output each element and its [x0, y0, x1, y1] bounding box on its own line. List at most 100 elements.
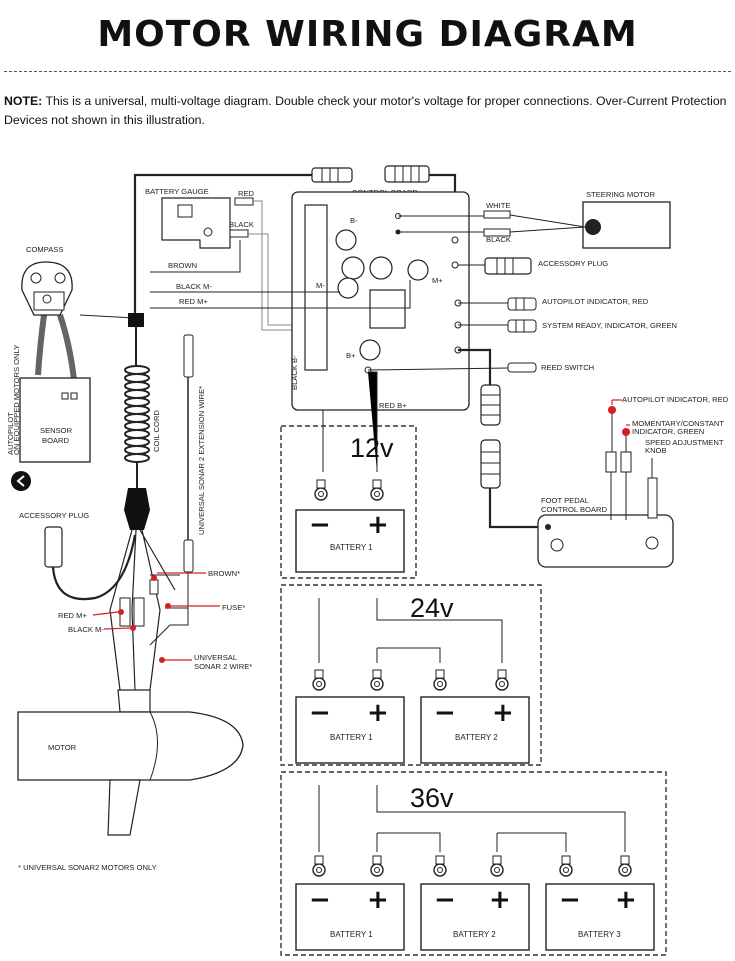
steering-wires: [398, 214, 586, 233]
foot-pedal-cable-upper: [458, 348, 492, 385]
red-m-leader: [92, 611, 119, 616]
36v-battery-2: [420, 883, 530, 951]
sonar-harness: [149, 572, 189, 646]
foot-pedal-cable-lower: [488, 488, 543, 529]
system-ready-plug: [507, 319, 537, 333]
red-fuse: [234, 197, 254, 206]
36v-battery-3: [545, 883, 655, 951]
36v-b1-label: BATTERY 1: [330, 930, 373, 939]
12v-b1-label: BATTERY 1: [330, 543, 373, 552]
foot-pedal-label-2: CONTROL BOARD: [541, 505, 607, 514]
note-prefix: NOTE:: [4, 94, 43, 108]
reed-switch-wire: [367, 367, 509, 371]
red-b-label: RED B+: [379, 401, 407, 410]
m-plus-terminal: [407, 259, 429, 281]
speed-label-1: SPEED ADJUSTMENT: [645, 438, 724, 447]
sonar-wire-marker: [159, 657, 165, 663]
36v-b1-neg-terminal: [312, 855, 326, 877]
36v-b3-pos-terminal: [618, 855, 632, 877]
speed-knob: [647, 477, 658, 519]
24v-label: 24v: [410, 593, 454, 623]
24v-wiring: [318, 598, 503, 663]
momentary-label-2: INDICATOR, GREEN: [632, 427, 704, 436]
sonar-ext-label: UNIVERSAL SONAR 2 EXTENSION WIRE*: [197, 386, 206, 535]
24v-b1-minus: −: [309, 698, 331, 728]
12v-b1-neg-terminal: [314, 479, 328, 501]
36v-b2-neg-terminal: [433, 855, 447, 877]
sensor-board: [19, 377, 91, 463]
compass-cables: [35, 314, 77, 381]
foot-pedal-label-1: FOOT PEDAL: [541, 496, 589, 505]
foot-pedal-hole-1: [550, 538, 564, 552]
36v-b3-minus: −: [559, 885, 581, 915]
36v-b1-minus: −: [309, 885, 331, 915]
note-text: This is a universal, multi-voltage diagr…: [4, 94, 727, 127]
red-m-label: RED M+: [179, 297, 208, 306]
autopilot-led-housing: [605, 451, 617, 473]
capacitor-2: [369, 256, 393, 280]
note-paragraph: NOTE: This is a universal, multi-voltage…: [4, 92, 728, 130]
autopilot-led-plug: [507, 297, 537, 311]
fuse-marker: [165, 603, 171, 609]
top-plug-right: [384, 165, 430, 183]
battery-gauge-label: BATTERY GAUGE: [145, 187, 209, 196]
sonar-wire-label-2: SONAR 2 WIRE*: [194, 662, 252, 671]
brown-wire: [150, 240, 241, 273]
24v-battery-1: [295, 696, 405, 764]
red-m-marker: [118, 609, 124, 615]
momentary-led: [622, 428, 630, 436]
compass-cable: [133, 173, 312, 315]
accessory-plug-left: [44, 526, 63, 568]
36v-b3-label: BATTERY 3: [578, 930, 621, 939]
capacitor-1: [341, 256, 365, 280]
24v-b2-label: BATTERY 2: [455, 733, 498, 742]
b-minus-label: B-: [350, 216, 358, 225]
36v-b2-label: BATTERY 2: [453, 930, 496, 939]
title-divider: [4, 71, 731, 72]
diagram-title: MOTOR WIRING DIAGRAM: [97, 14, 638, 55]
chevron-left-icon: [16, 475, 25, 487]
black-right-label: BLACK: [486, 235, 511, 244]
board-pin-3: [451, 236, 459, 244]
footnote: * UNIVERSAL SONAR2 MOTORS ONLY: [18, 863, 157, 872]
motor-fuse-right: [133, 597, 145, 627]
foot-pedal-connector-bottom: [480, 439, 501, 489]
36v-b1-pos-terminal: [370, 855, 384, 877]
reed-switch-label: REED SWITCH: [541, 363, 594, 372]
autopilot-red-right-label: AUTOPILOT INDICATOR, RED: [622, 395, 729, 404]
12v-battery-1: [295, 509, 405, 573]
red-m-wire: [150, 280, 411, 309]
sonar-wire-label-1: UNIVERSAL: [194, 653, 237, 662]
brown-label: BROWN: [168, 261, 197, 270]
foot-pedal-hole-2: [645, 536, 659, 550]
m-plus-label: M+: [432, 276, 443, 285]
24v-b1-pos-terminal: [370, 669, 384, 691]
accessory-plug-right-label: ACCESSORY PLUG: [538, 259, 608, 268]
fuse-star-label: FUSE*: [222, 603, 245, 612]
gauge-black-wire: [248, 233, 300, 326]
control-board-heatsink: [304, 204, 328, 371]
steering-motor-connector: [585, 219, 601, 235]
battery-gauge-board: [161, 197, 231, 249]
carousel-prev-button[interactable]: [11, 471, 31, 491]
12v-b1-plus: +: [367, 510, 389, 540]
m-minus-label: M-: [316, 281, 325, 290]
white-fuse: [483, 210, 511, 219]
red-wire-label: RED: [238, 189, 255, 198]
foot-pedal-connector-dot: [545, 524, 551, 530]
24v-b1-label: BATTERY 1: [330, 733, 373, 742]
accessory-cable-left: [51, 534, 137, 601]
black-m-leader: [103, 627, 131, 630]
24v-b1-neg-terminal: [312, 669, 326, 691]
12v-label: 12v: [350, 433, 394, 463]
motor-label: MOTOR: [48, 743, 77, 752]
12v-section: [280, 425, 417, 579]
24v-b2-pos-terminal: [495, 669, 509, 691]
24v-battery-2: [420, 696, 530, 764]
board-pin-4: [451, 261, 459, 269]
relay-block: [369, 289, 406, 329]
reed-switch: [507, 362, 537, 373]
compass-link: [79, 314, 136, 319]
36v-wiring: [318, 785, 626, 852]
